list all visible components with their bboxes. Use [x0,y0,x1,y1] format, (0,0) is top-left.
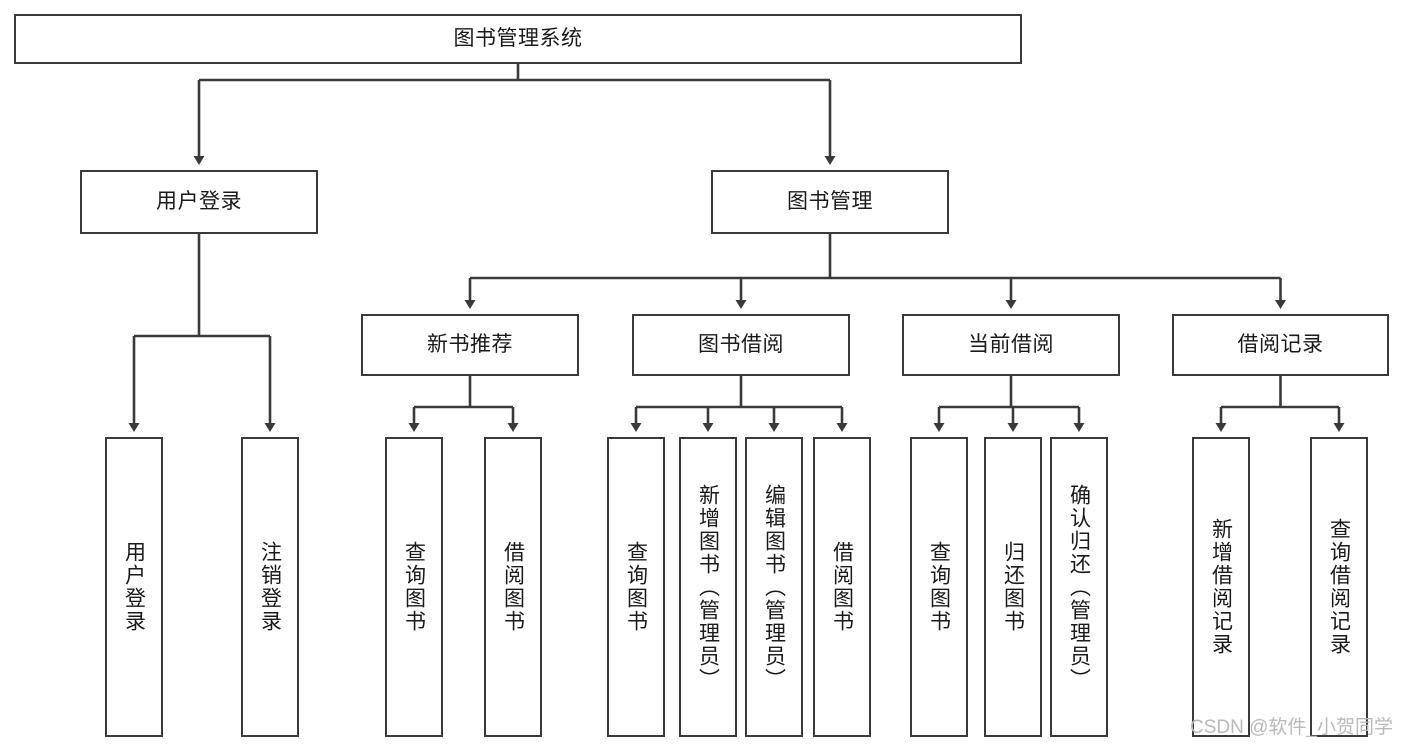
node-leaf-logout[interactable]: 注销登录 [241,437,299,737]
node-label: 图书借阅 [698,333,784,357]
node-label: 借阅图书 [501,541,525,633]
node-label: 查询借阅记录 [1327,518,1351,656]
node-label: 编辑图书（管理员） [762,483,786,691]
node-root[interactable]: 图书管理系统 [14,14,1022,64]
node-label: 确认归还（管理员） [1067,483,1091,691]
node-label: 借阅记录 [1237,333,1324,357]
node-leaf-borrow-book-1[interactable]: 借阅图书 [484,437,542,737]
node-leaf-query-record[interactable]: 查询借阅记录 [1310,437,1368,737]
node-leaf-edit-book[interactable]: 编辑图书（管理员） [745,437,803,737]
node-label: 新书推荐 [427,333,513,357]
node-label: 查询图书 [624,541,648,633]
node-leaf-query-book-1[interactable]: 查询图书 [385,437,443,737]
node-book-borrow[interactable]: 图书借阅 [632,314,850,376]
node-label: 新增借阅记录 [1209,518,1233,656]
node-user-login[interactable]: 用户登录 [80,170,318,234]
node-current-borrow[interactable]: 当前借阅 [902,314,1120,376]
node-borrow-record[interactable]: 借阅记录 [1172,314,1389,376]
node-label: 图书管理系统 [453,27,583,51]
node-label: 借阅图书 [830,541,854,633]
node-book-manage[interactable]: 图书管理 [711,170,949,234]
node-label: 查询图书 [927,541,951,633]
node-label: 当前借阅 [968,333,1054,357]
node-leaf-query-book-2[interactable]: 查询图书 [607,437,665,737]
node-leaf-return-book[interactable]: 归还图书 [984,437,1042,737]
node-leaf-confirm-return[interactable]: 确认归还（管理员） [1050,437,1108,737]
node-leaf-add-record[interactable]: 新增借阅记录 [1192,437,1250,737]
node-label: 新增图书（管理员） [696,483,720,691]
node-leaf-add-book[interactable]: 新增图书（管理员） [679,437,737,737]
node-label: 归还图书 [1001,541,1025,633]
node-new-book-rec[interactable]: 新书推荐 [361,314,579,376]
csdn-watermark: CSDN @软件_小贺同学 [1190,717,1393,738]
node-label: 用户登录 [156,190,242,214]
node-label: 图书管理 [787,190,873,214]
node-leaf-user-login[interactable]: 用户登录 [105,437,163,737]
node-leaf-query-book-3[interactable]: 查询图书 [910,437,968,737]
node-label: 用户登录 [122,541,146,633]
node-label: 注销登录 [258,541,282,633]
node-leaf-borrow-book-2[interactable]: 借阅图书 [813,437,871,737]
node-label: 查询图书 [402,541,426,633]
